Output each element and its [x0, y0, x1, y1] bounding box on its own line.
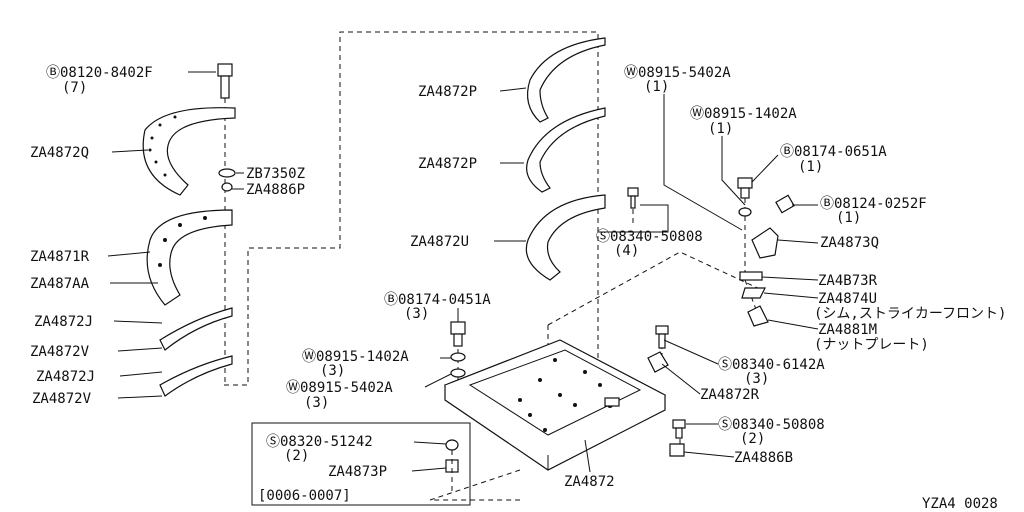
washer-icon [218, 168, 236, 192]
label-za4871r: ZA4871R [30, 249, 90, 265]
screw-08340-50808-b-icon [672, 419, 686, 439]
strip-za4872j-2 [159, 355, 233, 397]
label-za4886p: ZA4886P [246, 182, 305, 198]
label-za487aa: ZA487AA [30, 276, 90, 292]
assembly-outline-left [224, 31, 599, 386]
label-za4872p: ZA4872P [418, 156, 477, 172]
washer-mid-2-icon [450, 368, 466, 378]
label-qty: (1) [644, 79, 669, 95]
label-qty: (1) [798, 159, 823, 175]
label-za4874u: ZA4874U [818, 291, 877, 307]
label-za4872q: ZA4872Q [30, 145, 89, 161]
bracket-axis [744, 279, 761, 321]
arc-plate-za4871r [146, 209, 233, 306]
arc-plate-za4872q [142, 107, 236, 196]
label-za4872j: ZA4872J [36, 369, 95, 385]
label-za4872: ZA4872 [564, 474, 615, 490]
label-za4873p: ZA4873P [328, 464, 387, 480]
label-w-08915-5402a: Ⓦ08915-5402A [286, 380, 393, 396]
label-qty: (1) [836, 210, 861, 226]
block-za4886b [669, 443, 685, 457]
clip-za4872r [647, 351, 669, 373]
label-za4872v: ZA4872V [30, 344, 90, 360]
base-plate-za4872 [443, 339, 667, 471]
label-s-08340-50808: Ⓢ08340-50808 [596, 229, 703, 245]
label-qty: (3) [320, 363, 345, 379]
label-qty: (3) [404, 306, 429, 322]
label-w-08915-5402a: Ⓦ08915-5402A [624, 65, 731, 81]
label-w-08915-1402a: Ⓦ08915-1402A [690, 106, 797, 122]
serial-inset-box [251, 422, 471, 506]
strip-za4872j-1 [159, 307, 233, 351]
bracket-za4873q [751, 227, 779, 259]
label-za4872u: ZA4872U [410, 234, 469, 250]
label-qty: (4) [614, 243, 639, 259]
label-qty: (3) [304, 395, 329, 411]
arc-plate-za4872u [525, 194, 606, 281]
leader-lines [107, 71, 819, 473]
label-qty: (2) [284, 448, 309, 464]
label-za4886b: ZA4886B [734, 450, 793, 466]
screw-08340-6142a-icon [655, 325, 669, 349]
label-za4872v: ZA4872V [32, 391, 92, 407]
bolt-icon [217, 63, 233, 99]
label-s-08340-50808: Ⓢ08340-50808 [718, 417, 825, 433]
label-za4873r: ZA4B73R [818, 273, 878, 289]
nut-plate-za4881m [747, 305, 769, 327]
plate-outline [429, 200, 763, 501]
label-qty: (2) [740, 431, 765, 447]
label-w-08915-1402a: Ⓦ08915-1402A [302, 349, 409, 365]
label-zb7350z: ZB7350Z [246, 166, 305, 182]
plate-za4873r [739, 271, 763, 281]
shim-za4874u [741, 287, 766, 299]
bolt-08174-0451a-icon [450, 321, 466, 347]
label-qty: (7) [62, 80, 87, 96]
label-s-08320-51242: Ⓢ08320-51242 [266, 434, 373, 450]
label-za4872p: ZA4872P [418, 84, 477, 100]
label-s-08340-6142a: Ⓢ08340-6142A [718, 357, 825, 373]
label-b-08124-0252f: Ⓑ08124-0252F [820, 196, 927, 212]
label-za4874u-note: (シム,ストライカーフロント) [814, 306, 1006, 322]
label-b-08120-8402f: Ⓑ08120-8402F [46, 65, 153, 81]
label-za4872j: ZA4872J [34, 314, 93, 330]
diagram-code: YZA4 0028 [922, 496, 998, 512]
label-b-08174-0451a: Ⓑ08174-0451A [384, 292, 491, 308]
label-b-08174-0651a: Ⓑ08174-0651A [780, 144, 887, 160]
screw-inset-icon [445, 439, 459, 473]
label-za4872r: ZA4872R [700, 387, 760, 403]
arc-plate-za4872p-1 [527, 37, 606, 123]
bolt-08124-0252f-icon [775, 194, 795, 214]
washer-08915-1402a-icon [738, 207, 752, 217]
label-za4881m-note: (ナットプレート) [814, 337, 929, 353]
label-qty: (3) [744, 371, 769, 387]
label-qty: (1) [708, 121, 733, 137]
label-za4873q: ZA4873Q [820, 235, 879, 251]
arc-plate-za4872p-2 [526, 107, 606, 193]
bolt-08174-0651a-icon [737, 177, 753, 199]
label-za4881m: ZA4881M [818, 322, 877, 338]
washer-mid-1-icon [450, 352, 466, 362]
screw-icon [627, 187, 639, 209]
label-serial-range: [0006-0007] [258, 488, 351, 504]
